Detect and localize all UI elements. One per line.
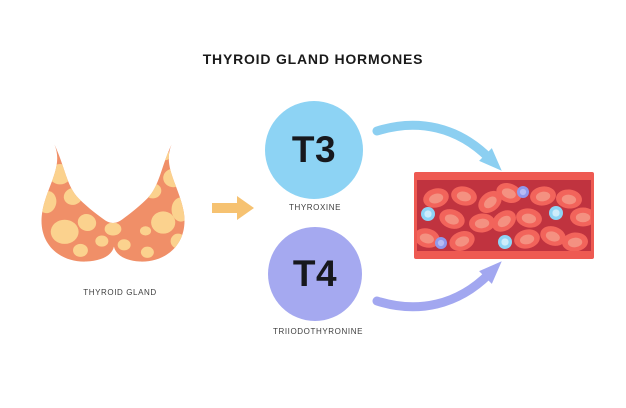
t4-hormone-circle: T4	[268, 227, 362, 321]
t3-hormone-circle: T3	[265, 101, 363, 199]
t3-name-label: THYROXINE	[288, 203, 342, 212]
thyroid-gland-shape	[41, 144, 185, 262]
t4-to-blood-arrow	[372, 261, 502, 312]
thyroid-gland-illustration	[41, 144, 185, 262]
thyroid-gland-label: THYROID GLAND	[83, 288, 157, 297]
red-blood-cells	[417, 183, 591, 251]
t3-symbol: T3	[291, 129, 337, 170]
t4-symbol: T4	[292, 253, 338, 294]
hormone-dots	[421, 186, 563, 249]
page-title: THYROID GLAND HORMONES	[202, 51, 424, 67]
t3-to-blood-arrow	[372, 120, 502, 171]
t4-name-label: TRIIODOTHYRONINE	[272, 327, 364, 336]
blood-vessel-illustration	[414, 172, 594, 259]
